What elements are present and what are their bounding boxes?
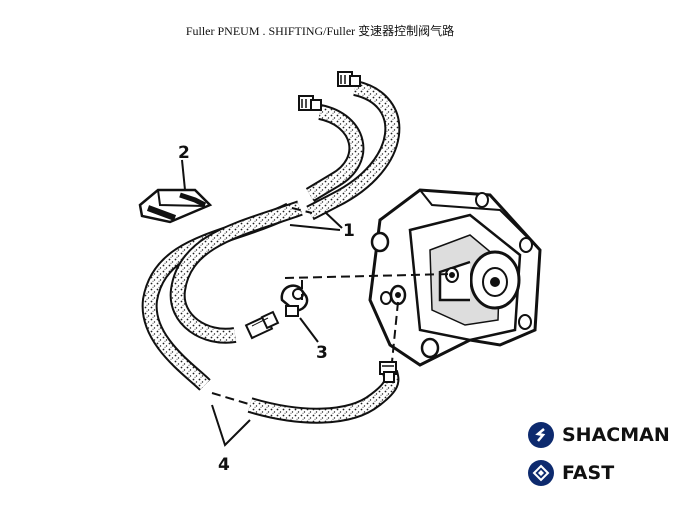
hose-fitting-top-b <box>298 95 322 111</box>
diagram-title: Fuller PNEUM . SHIFTING/Fuller 变速器控制阀气路 <box>185 24 455 38</box>
connection-lines <box>211 207 453 406</box>
callout-4: 4 <box>218 455 230 475</box>
fast-brand: FAST <box>528 460 614 486</box>
fast-brand-text: FAST <box>562 462 615 484</box>
shacman-brand: SHACMAN <box>528 422 670 448</box>
air-hose-1 <box>141 71 401 391</box>
callout-3: 3 <box>316 343 328 363</box>
shacman-brand-text: SHACMAN <box>562 424 670 446</box>
hose-clip-2 <box>138 188 213 224</box>
fast-logo-icon <box>528 460 554 486</box>
elbow-fitting-3 <box>280 284 309 317</box>
callout-1: 1 <box>343 221 355 241</box>
hose-fitting-lower <box>379 361 397 383</box>
shift-control-valve <box>368 188 542 367</box>
callout-2: 2 <box>178 143 190 163</box>
hose-fitting-top-a <box>337 71 361 87</box>
hose-fitting-bottom <box>244 310 280 340</box>
air-hose-4 <box>247 361 400 424</box>
shacman-logo-icon <box>528 422 554 448</box>
leader-lines <box>181 159 343 447</box>
